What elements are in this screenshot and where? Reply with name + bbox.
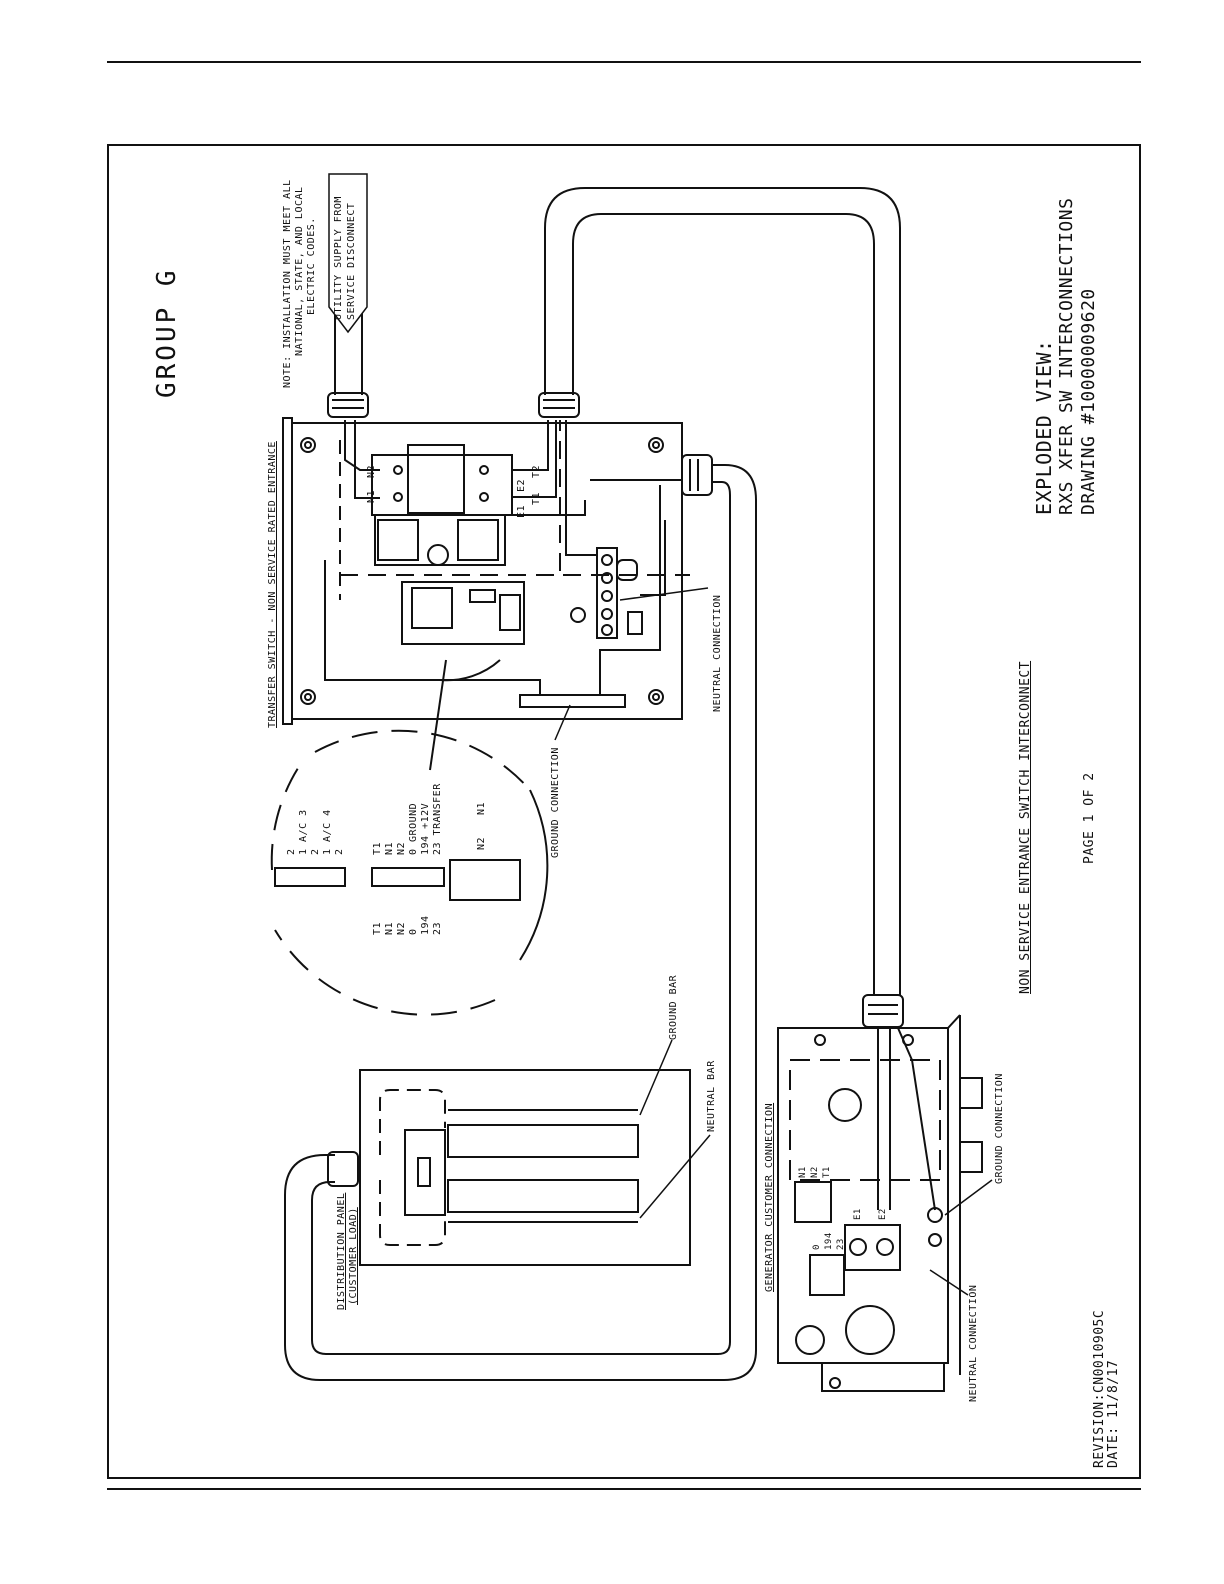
switch-neutral-connection-label: NEUTRAL CONNECTION (712, 594, 723, 712)
detail-bot-1: T1 (372, 841, 383, 855)
title-block-line-1: EXPLODED VIEW: (1032, 339, 1056, 515)
revision-line: REVISION:CN0010905C (1092, 1309, 1107, 1468)
transfer-switch-title: TRANSFER SWITCH - NON SERVICE RATED ENTR… (267, 441, 278, 728)
top-rule (107, 61, 1141, 63)
gen-neutral-connection-label: NEUTRAL CONNECTION (968, 1284, 979, 1402)
code-note-line-1: NOTE: INSTALLATION MUST MEET ALL (282, 179, 293, 388)
detail-bot-6: 23 TRANSFER (432, 783, 443, 855)
neutral-bar-label: NEUTRAL BAR (706, 1060, 717, 1132)
gen-wire-n1: N1 (798, 1166, 808, 1178)
gen-wire-n2: N2 (810, 1166, 820, 1178)
drawing-border (107, 144, 1141, 1479)
detail-wire-n1: N1 (384, 921, 395, 935)
title-block-line-2: RXS XFER SW INTERCONNECTIONS (1056, 197, 1077, 515)
generator-title: GENERATOR CUSTOMER CONNECTION (764, 1102, 775, 1292)
detail-top-5: 2 (334, 848, 345, 855)
code-note-line-2: NATIONAL, STATE, AND LOCAL (294, 186, 305, 356)
page-number: PAGE 1 OF 2 (1082, 772, 1097, 864)
detail-top-1: 2 (286, 848, 297, 855)
detail-magnifier (270, 659, 549, 1016)
detail-top-3: 2 (310, 848, 321, 855)
utility-line-1: UTILITY SUPPLY FROM (333, 196, 344, 320)
center-title: NON SERVICE ENTRANCE SWITCH INTERCONNECT (1018, 660, 1033, 994)
detail-wire-n2: N2 (396, 921, 407, 935)
term-e1: E1 (516, 504, 527, 518)
group-title: GROUP G (152, 267, 182, 398)
detail-bot-2: N1 (384, 841, 395, 855)
distribution-panel (327, 1069, 691, 1266)
detail-bot-5: 194 +12V (420, 802, 431, 855)
bottom-rule (107, 1488, 1141, 1490)
term-e2: E2 (516, 478, 527, 492)
detail-wire-t1: T1 (372, 921, 383, 935)
term-n2: N2 (366, 464, 377, 478)
gen-wire-0: 0 (812, 1244, 822, 1250)
detail-bot-3: N2 (396, 841, 407, 855)
detail-corner-n2: N2 (476, 836, 487, 850)
utility-line-2: SERVICE DISCONNECT (346, 202, 357, 320)
date-line: DATE: 11/8/17 (1106, 1359, 1121, 1468)
conduit-switch-to-panel (284, 464, 757, 1381)
leader-lines (554, 587, 993, 1296)
term-t1: T1 (531, 491, 542, 505)
title-block-line-3: DRAWING #10000009620 (1078, 288, 1099, 515)
detail-top-4: 1 A/C 4 (322, 809, 333, 855)
ground-bar-label: GROUND BAR (668, 974, 679, 1040)
detail-wire-194: 194 (420, 915, 431, 935)
conduit-switch-to-generator (544, 187, 901, 995)
distribution-panel-title-2: (CUSTOMER LOAD) (348, 1207, 359, 1305)
utility-tag (328, 173, 368, 334)
term-n1: N1 (366, 489, 377, 503)
gen-ground-connection-label: GROUND CONNECTION (994, 1073, 1005, 1184)
gen-wire-23: 23 (836, 1238, 846, 1250)
gen-wire-t1: T1 (822, 1166, 832, 1178)
gen-term-e2: E2 (878, 1208, 888, 1220)
generator-enclosure (777, 994, 983, 1392)
gen-wire-194: 194 (824, 1232, 834, 1250)
detail-wire-0: 0 (408, 928, 419, 935)
switch-ground-connection-label: GROUND CONNECTION (550, 747, 561, 858)
detail-top-2: 1 A/C 3 (298, 809, 309, 855)
detail-bot-4: 0 GROUND (408, 802, 419, 855)
term-t2: T2 (531, 464, 542, 478)
gen-term-e1: E1 (853, 1208, 863, 1220)
distribution-panel-title-1: DISTRIBUTION PANEL (336, 1192, 347, 1310)
code-note-line-3: ELECTRIC CODES. (306, 217, 317, 315)
transfer-switch-enclosure (282, 392, 713, 725)
detail-wire-23: 23 (432, 921, 443, 935)
detail-corner-n1: N1 (476, 801, 487, 815)
